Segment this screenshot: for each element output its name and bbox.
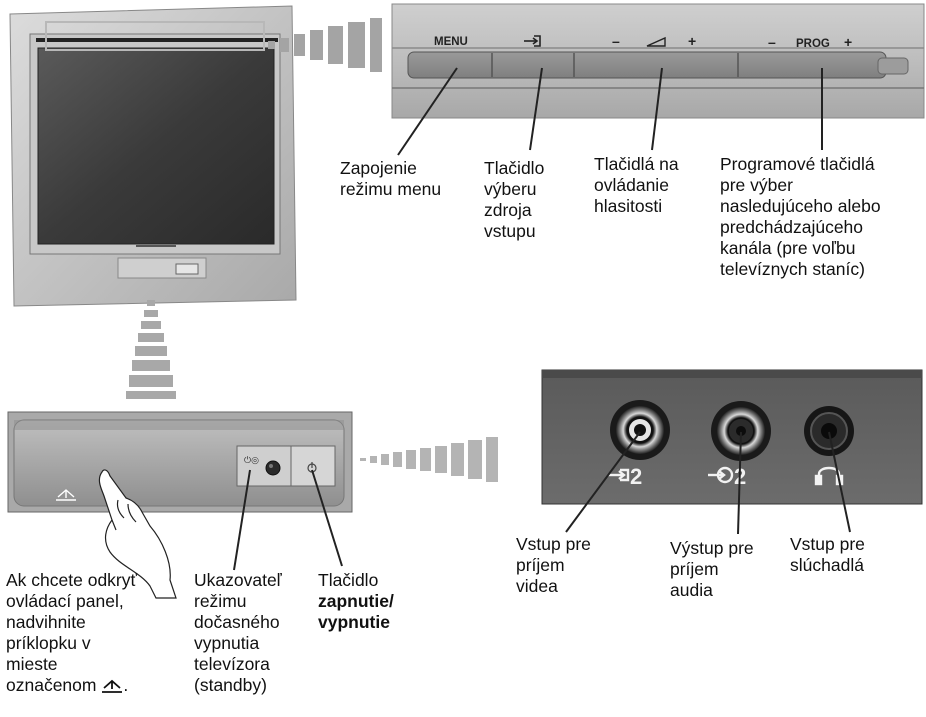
video-input-number: 2 <box>630 464 642 489</box>
jack-panel <box>541 369 923 505</box>
svg-text:⏻◎: ⏻◎ <box>244 455 259 466</box>
zoom-wedge-top <box>268 18 382 72</box>
zoom-wedge-vertical <box>126 300 176 399</box>
video-input-icon <box>608 468 630 482</box>
volume-minus-text: – <box>612 33 620 49</box>
leader-lines-jacks <box>565 431 851 535</box>
audio-output-icon <box>708 466 734 484</box>
lower-control-panel: ⏻◎ <box>7 411 353 599</box>
input-source-icon <box>524 35 541 47</box>
label-power: Tlačidlo zapnutie/ vypnutie <box>318 570 394 632</box>
prog-plus-text: + <box>844 34 852 50</box>
leader-lines-lower <box>233 469 343 571</box>
prog-minus-text: – <box>768 34 776 50</box>
hand-sketch <box>98 469 177 599</box>
leader-lines-top <box>397 67 823 156</box>
prog-text: PROG <box>796 38 830 50</box>
menu-text: MENU <box>434 36 468 48</box>
volume-icon <box>646 36 666 47</box>
volume-plus-text: + <box>688 33 696 49</box>
tv-illustration <box>9 5 297 307</box>
zoom-wedge-right <box>360 437 498 482</box>
lift-arrow-icon <box>101 677 123 693</box>
